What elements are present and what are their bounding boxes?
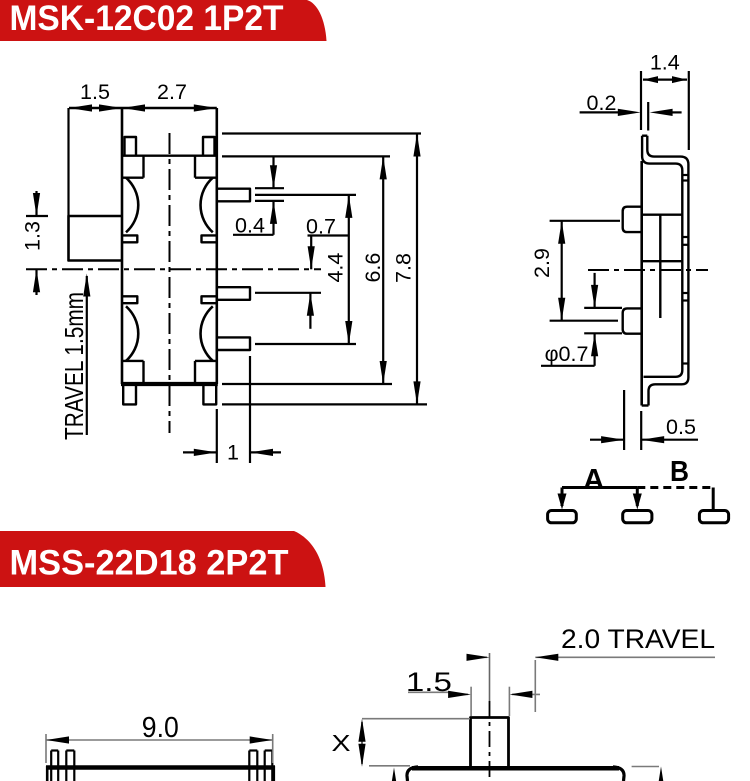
svg-text:TRAVEL 1.5mm: TRAVEL 1.5mm [59, 292, 89, 440]
svg-text:MSK-12C02 1P2T: MSK-12C02 1P2T [10, 0, 284, 38]
svg-text:1: 1 [227, 441, 239, 465]
svg-text:6.6: 6.6 [361, 253, 385, 283]
svg-text:2.0 TRAVEL: 2.0 TRAVEL [561, 624, 715, 654]
svg-text:0.5: 0.5 [666, 415, 696, 439]
svg-text:4.4: 4.4 [323, 253, 347, 283]
svg-text:2.9: 2.9 [530, 248, 554, 278]
svg-text:0.4: 0.4 [235, 214, 265, 238]
svg-text:A: A [583, 464, 604, 496]
svg-text:φ0.7: φ0.7 [545, 342, 589, 366]
svg-text:0.2: 0.2 [587, 91, 617, 115]
svg-text:MSS-22D18 2P2T: MSS-22D18 2P2T [10, 544, 289, 583]
svg-text:X: X [332, 730, 351, 756]
svg-text:7.8: 7.8 [392, 253, 416, 283]
svg-text:B: B [670, 456, 689, 488]
svg-text:9.0: 9.0 [142, 712, 179, 744]
svg-text:1.5: 1.5 [80, 80, 110, 104]
svg-text:2.7: 2.7 [157, 80, 187, 104]
svg-text:0.7: 0.7 [306, 215, 336, 239]
svg-text:1.3: 1.3 [21, 221, 45, 251]
svg-text:1.4: 1.4 [650, 51, 680, 75]
